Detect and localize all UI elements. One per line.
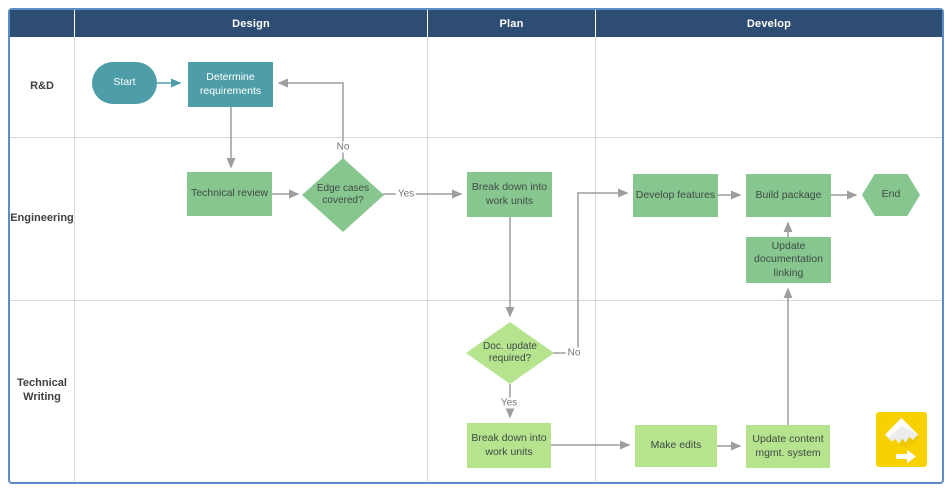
lane-line-engineering-writing [10,300,942,301]
lane-label-rd: R&D [30,80,54,93]
grid-line-plan-develop [595,37,596,482]
phase-header-develop: Develop [596,10,942,37]
node-determine-requirements[interactable]: Determine requirements [188,62,273,107]
edge-label-no-edgecases: No [334,141,352,153]
node-develop-features[interactable]: Develop features [633,174,718,217]
lane-label-technical-writing: Technical Writing [17,377,67,403]
node-update-cms[interactable]: Update content mgmt. system [746,425,830,468]
lane-line-rd-engineering [10,137,942,138]
node-start[interactable]: Start [92,62,157,104]
phase-header-bar: Design Plan Develop [10,10,942,37]
edge-label-yes-edgecases: Yes [395,188,417,200]
edge-label-no-docupdate: No [565,347,583,359]
header-corner-cell [10,10,74,37]
node-break-down-plan[interactable]: Break down into work units [467,172,552,217]
node-make-edits[interactable]: Make edits [635,425,717,467]
node-break-down-writing[interactable]: Break down into work units [467,423,551,468]
node-build-package[interactable]: Build package [746,174,831,217]
node-update-doc-linking[interactable]: Update documentation linking [746,237,831,283]
phase-header-plan: Plan [428,10,595,37]
phase-header-design: Design [75,10,427,37]
node-technical-review[interactable]: Technical review [187,172,272,216]
grid-line-label-col [74,37,75,482]
grid-line-design-plan [427,37,428,482]
edge-label-yes-docupdate: Yes [498,397,520,409]
node-end[interactable]: End [862,174,920,216]
lane-label-engineering: Engineering [10,211,74,224]
diagram-app-logo-icon[interactable] [876,412,927,467]
